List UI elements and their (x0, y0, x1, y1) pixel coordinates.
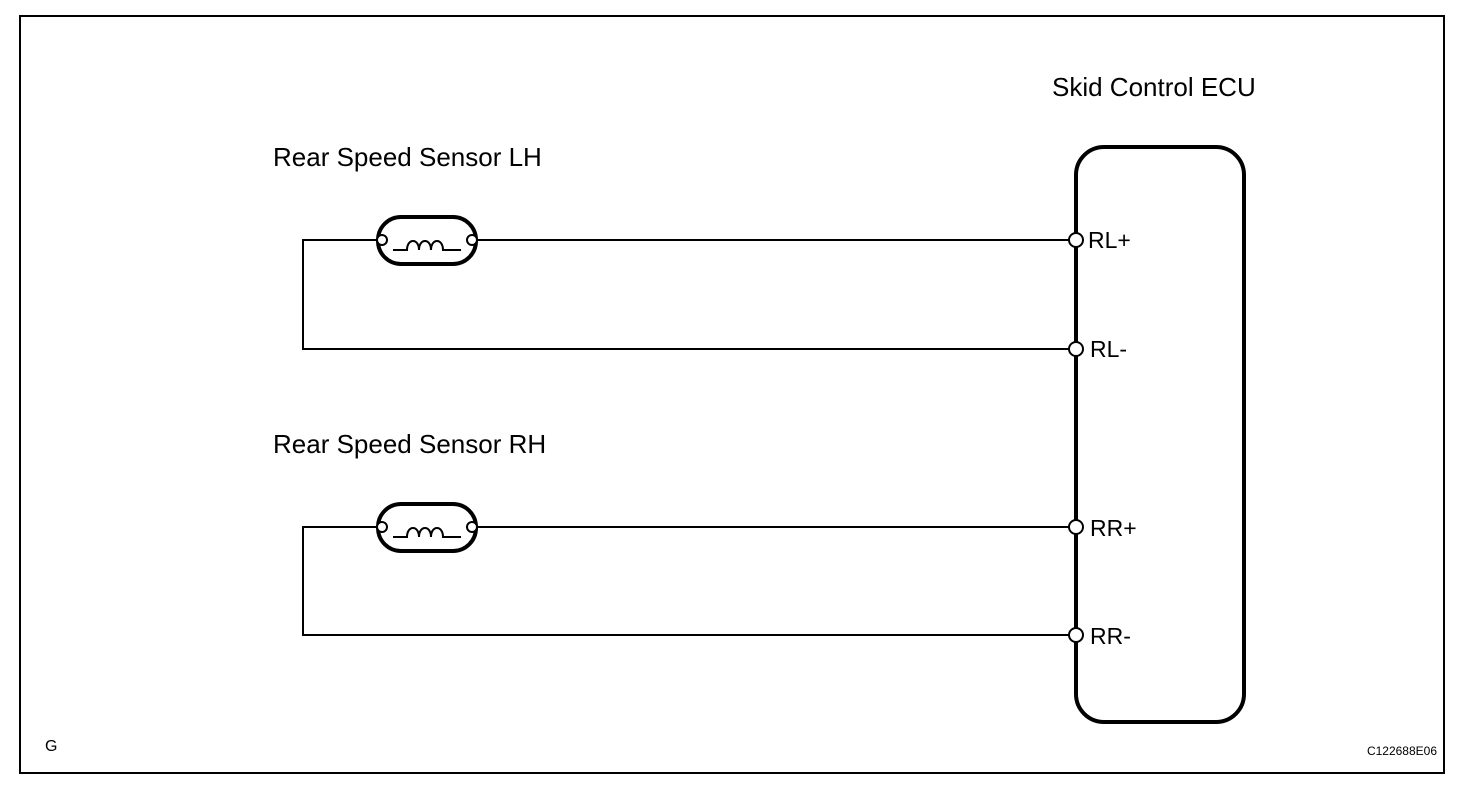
sensor-lh-coil-symbol (376, 215, 478, 266)
figure-id: C122688E06 (1367, 744, 1437, 758)
sensor-lh-wiring (302, 239, 1070, 350)
terminal-rr-minus-pin (1068, 627, 1084, 643)
sensor-rh-wiring (302, 526, 1070, 636)
terminal-rl-minus-label: RL- (1090, 336, 1127, 362)
sensor-rh-coil-symbol (376, 502, 478, 553)
wire-lh-loop (302, 239, 1070, 350)
terminal-rl-plus-pin (1068, 232, 1084, 248)
terminal-rr-plus-label: RR+ (1090, 515, 1137, 541)
sensor-rh-label: Rear Speed Sensor RH (273, 429, 546, 459)
sensor-lh-label: Rear Speed Sensor LH (273, 142, 542, 172)
ecu-title: Skid Control ECU (1052, 72, 1256, 102)
diagram-frame (19, 15, 1445, 774)
terminal-rr-minus-label: RR- (1090, 623, 1131, 649)
corner-code: G (45, 738, 57, 755)
terminal-rl-plus-label: RL+ (1088, 227, 1131, 253)
terminal-rl-minus-pin (1068, 341, 1084, 357)
wire-rh-loop (302, 526, 1070, 636)
terminal-rr-plus-pin (1068, 519, 1084, 535)
ecu-box (1074, 145, 1246, 724)
